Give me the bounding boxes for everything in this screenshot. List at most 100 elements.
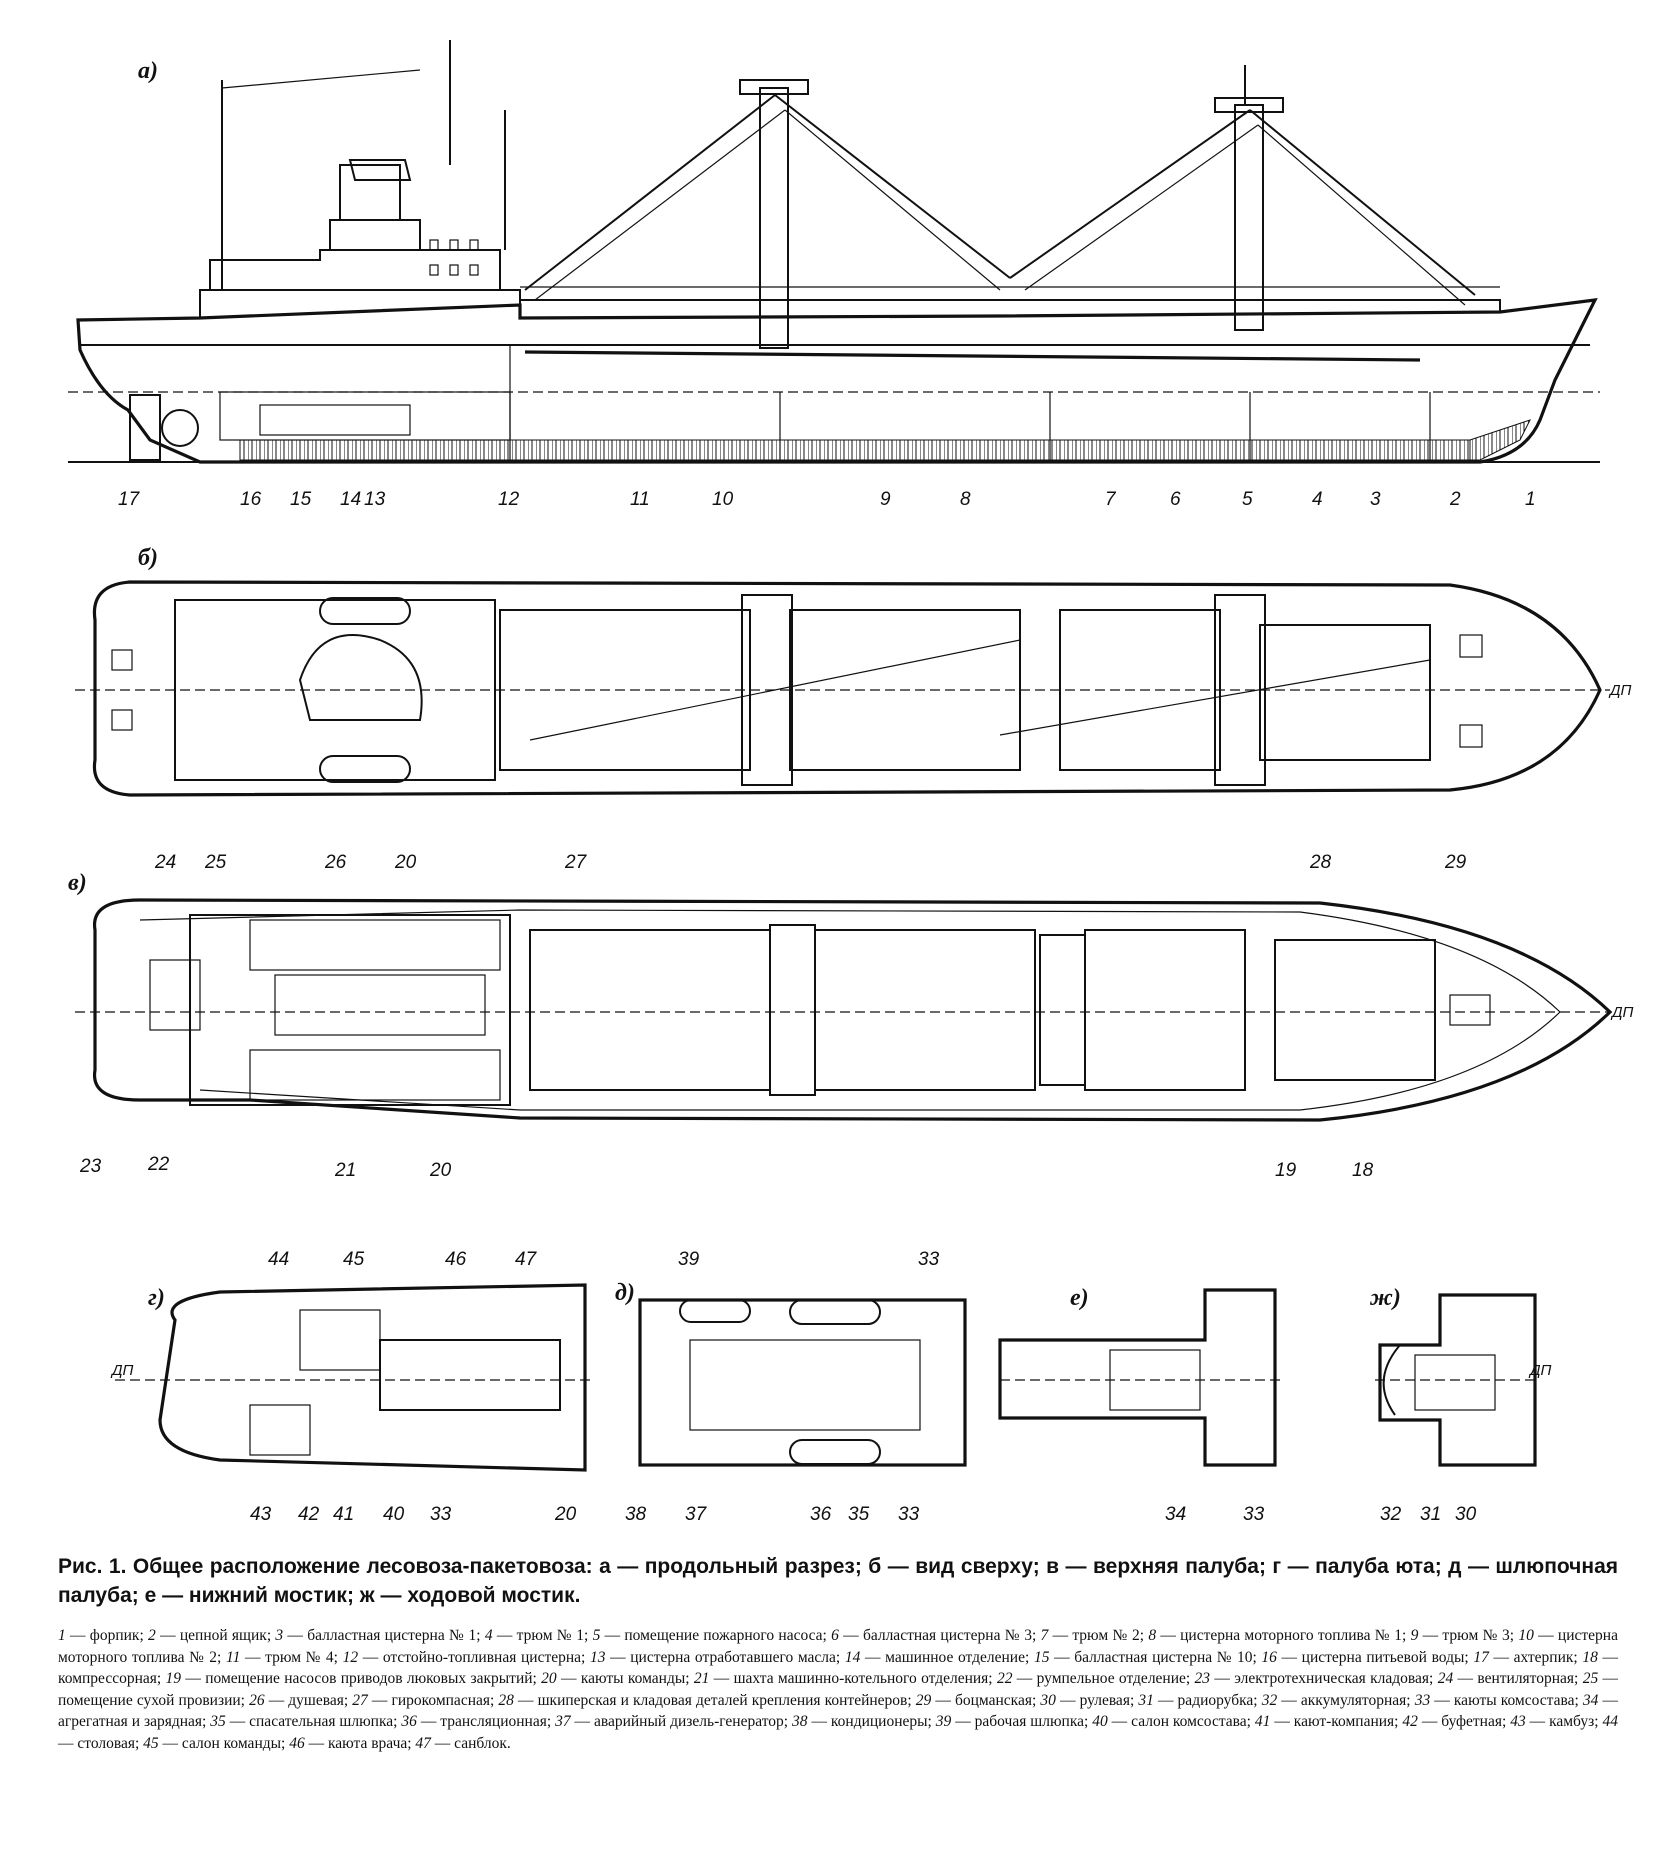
legend-number: 15 [1033, 1648, 1050, 1666]
upper-deck-outline [92, 898, 1613, 1122]
callout-e-33: 33 [1243, 1504, 1265, 1525]
panel-zh-label: ж) [1369, 1285, 1401, 1311]
panel-v-label: в) [68, 870, 87, 896]
deck-hatch-2 [814, 929, 1036, 1091]
hatch-cover-line [524, 350, 1421, 362]
cabins-row-stbd [249, 1049, 501, 1101]
legend-number: 44 [1602, 1713, 1618, 1731]
callout-v-19: 19 [1275, 1160, 1297, 1181]
legend-item-33: 33 — каюты комсостава; [1414, 1691, 1583, 1709]
callout-d-36: 36 [810, 1504, 832, 1525]
bosun-store [1449, 994, 1491, 1026]
legend-number: 10 [1518, 1627, 1534, 1644]
legend-item-6: 6 — балластная цистерна № 3; [831, 1627, 1041, 1644]
callout-a-5: 5 [1242, 489, 1253, 510]
legend-number: 23 [1194, 1670, 1211, 1688]
winch-aft-1 [111, 649, 133, 671]
crane-2-plan [1214, 594, 1266, 786]
legend-item-19: 19 — помещение насосов приводов люковых … [165, 1670, 542, 1688]
legend-number: 16 [1261, 1648, 1277, 1666]
callout-v-24: 24 [154, 852, 176, 873]
legend-item-40: 40 — салон комсостава; [1092, 1713, 1255, 1731]
lifeboat-stbd [319, 755, 411, 783]
callout-a-7: 7 [1105, 489, 1117, 510]
legend-item-1: 1 — форпик; [58, 1627, 149, 1644]
panel-d-label: д) [615, 1280, 635, 1306]
legend-number: 40 [1092, 1713, 1108, 1731]
legend-item-36: 36 — трансляционная; [401, 1713, 556, 1731]
legend-item-7: 7 — трюм № 2; [1040, 1627, 1149, 1644]
panel-g-label: г) [148, 1285, 165, 1311]
aft-boom [221, 69, 421, 89]
lower-bridge-outline [998, 1288, 1277, 1467]
poop-deck-outline [158, 1283, 587, 1472]
windlass-2 [1459, 724, 1483, 748]
panel-d-boat-deck: д) 39 33 38 37 36 35 33 [615, 1249, 967, 1525]
callout-v-20-bottom: 20 [429, 1160, 452, 1181]
legend-item-34: 34 — агрегатная и зарядная; [58, 1691, 1618, 1731]
callout-d-38: 38 [625, 1504, 647, 1525]
legend-number: 30 [1040, 1691, 1056, 1709]
superstructure-plan [174, 599, 496, 781]
cabins-row-port [249, 919, 501, 971]
legend-item-3: 3 — балластная цистерна № 1; [275, 1627, 485, 1644]
panel-g-top-callouts: 44 45 46 47 [268, 1249, 538, 1270]
panel-a-longitudinal-section: а) [68, 40, 1600, 510]
callout-zh-32: 32 [1380, 1504, 1402, 1525]
legend-number: 43 [1510, 1713, 1526, 1731]
legend-item-27: 27 — гирокомпасная; [352, 1691, 499, 1709]
legend-number: 22 [996, 1670, 1013, 1688]
legend-item-15: 15 — балластная цистерна № 10; [1033, 1648, 1262, 1666]
callout-e-34: 34 [1165, 1504, 1186, 1525]
legend-item-13: 13 — цистерна отработавшего масла; [589, 1648, 845, 1666]
deck-hatch-3 [1084, 929, 1246, 1091]
callout-v-23: 23 [79, 1156, 102, 1177]
callout-a-2: 2 [1449, 489, 1461, 510]
legend-number: 47 [415, 1734, 431, 1752]
panel-a-callouts: 17 16 15 14 13 12 11 10 9 8 7 6 5 4 3 2 … [118, 489, 1536, 510]
rudder [129, 394, 161, 461]
panel-a-label: а) [138, 58, 158, 84]
callout-a-12: 12 [498, 489, 520, 510]
legend-number: 29 [915, 1691, 932, 1709]
legend-number: 41 [1254, 1713, 1271, 1731]
callout-a-8: 8 [960, 489, 971, 510]
legend-item-47: 47 — санблок. [415, 1734, 511, 1752]
callout-d-33b: 33 [898, 1504, 920, 1525]
callout-v-29: 29 [1444, 852, 1467, 873]
callout-a-3: 3 [1370, 489, 1381, 510]
salon-block [379, 1339, 561, 1411]
hatch-4-plan [1259, 624, 1431, 761]
legend-item-5: 5 — помещение пожарного насоса; [592, 1627, 832, 1644]
legend-item-20: 20 — каюты команды; [541, 1670, 694, 1688]
legend-item-24: 24 — вентиляторная; [1437, 1670, 1583, 1688]
legend-item-29: 29 — боцманская; [915, 1691, 1041, 1709]
superstructure-windows [429, 239, 479, 276]
figure-legend: 1 — форпик; 2 — цепной ящик; 3 — балласт… [58, 1625, 1618, 1755]
legend-number: 5 [592, 1627, 601, 1644]
callout-a-17: 17 [118, 489, 141, 510]
callout-d-39: 39 [678, 1249, 700, 1270]
panel-zh-navigating-bridge: ж) ДП 32 31 30 [1369, 1285, 1552, 1525]
galley [249, 1404, 311, 1456]
legend-item-12: 12 — отстойно-топливная цистерна; [342, 1648, 590, 1666]
callout-a-16: 16 [240, 489, 262, 510]
centerline-label-b: ДП [1608, 682, 1632, 699]
callout-d-33: 33 [918, 1249, 940, 1270]
legend-item-22: 22 — румпельное отделение; [996, 1670, 1195, 1688]
engine-room [219, 391, 511, 441]
callout-g-44: 44 [268, 1249, 289, 1270]
callout-g-47: 47 [515, 1249, 538, 1270]
callout-a-9: 9 [880, 489, 891, 510]
deck-hatch-1 [529, 929, 771, 1091]
hull-outline [76, 298, 1598, 464]
legend-item-4: 4 — трюм № 1; [484, 1627, 593, 1644]
panel-d-top-callouts: 39 33 [678, 1249, 940, 1270]
winch-aft-2 [111, 709, 133, 731]
legend-item-45: 45 — салон команды; [143, 1734, 290, 1752]
legend-item-14: 14 — машинное отделение; [844, 1648, 1034, 1666]
legend-item-8: 8 — цистерна моторного топлива № 1; [1148, 1627, 1411, 1644]
mess-room [299, 1309, 381, 1371]
legend-number: 21 [693, 1670, 710, 1688]
life-boat-bottom [789, 1439, 881, 1465]
